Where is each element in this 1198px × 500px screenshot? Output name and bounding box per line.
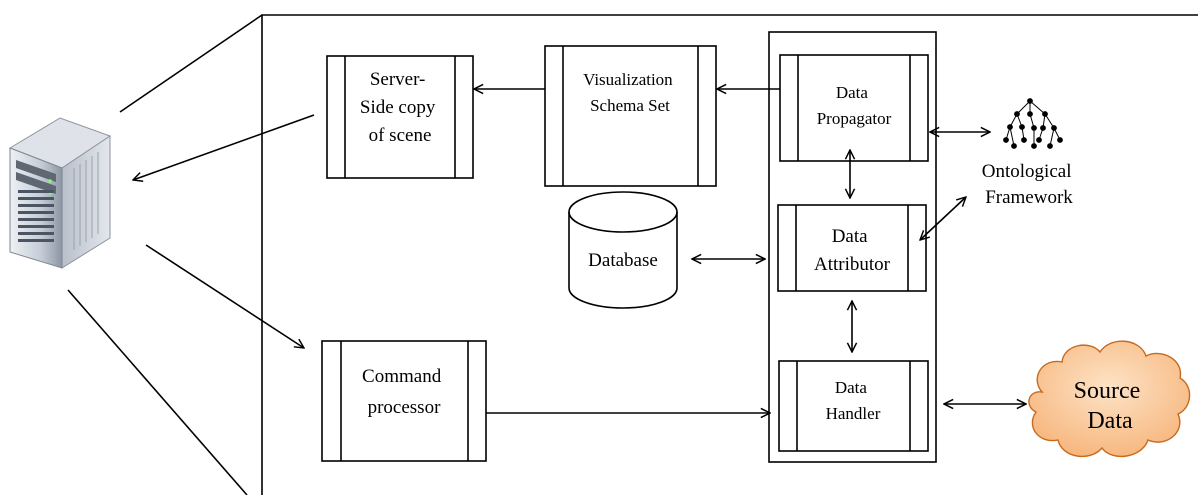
database-cylinder [568, 191, 678, 309]
arrow-attributor-ontology [920, 197, 966, 240]
handler-line-1: Data [835, 378, 868, 397]
source-data-line-2: Data [1087, 408, 1133, 434]
visualization-schema-set-label: Visualization Schema Set [583, 70, 677, 115]
propagator-line-2: Propagator [817, 109, 892, 128]
server-side-copy-box [326, 55, 474, 179]
data-attributor-box [777, 204, 927, 292]
ontological-line-1: Ontological [982, 161, 1072, 182]
handler-line-2: Handler [826, 404, 881, 423]
source-data-cloud [1028, 340, 1191, 458]
server-side-copy-line-3: of scene [369, 125, 432, 146]
data-handler-box [778, 360, 929, 452]
attributor-line-2: Attributor [814, 254, 891, 275]
command-processor-box [321, 340, 487, 462]
command-line-1: Command [362, 366, 442, 387]
zoom-frame [67, 14, 1198, 496]
source-data-line-1: Source [1074, 378, 1141, 404]
server-side-copy-line-2: Side copy [360, 97, 436, 118]
propagator-line-1: Data [836, 83, 869, 102]
arrow-server-copy-to-server [133, 114, 315, 180]
server-side-copy-label: Server- Side copy of scene [360, 69, 440, 146]
server-icon [8, 117, 112, 269]
attributor-line-1: Data [832, 226, 868, 247]
ontological-line-2: Framework [985, 187, 1073, 208]
visualization-line-1: Visualization [583, 70, 673, 89]
command-processor-label: Command processor [362, 366, 446, 418]
data-attributor-label: Data Attributor [814, 226, 891, 275]
visualization-schema-set-box [544, 45, 717, 187]
visualization-line-2: Schema Set [590, 96, 670, 115]
command-line-2: processor [368, 397, 441, 418]
data-propagator-label: Data Propagator [817, 83, 892, 128]
data-propagator-box [779, 54, 929, 162]
server-side-copy-line-1: Server- [370, 69, 426, 90]
data-handler-label: Data Handler [826, 378, 881, 423]
ontological-framework-label: Ontological Framework [982, 161, 1076, 208]
data-layer-container [768, 31, 937, 463]
database-label: Database [588, 250, 658, 271]
ontology-tree-icon [1003, 98, 1063, 149]
arrow-server-to-command-processor [145, 244, 304, 348]
source-data-label: Source Data [1074, 378, 1147, 434]
